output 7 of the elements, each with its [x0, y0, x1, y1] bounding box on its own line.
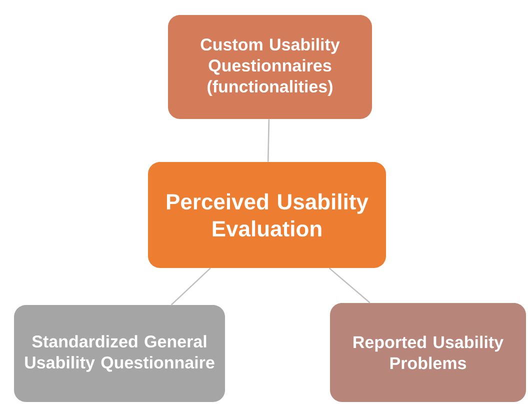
- connector-line: [328, 268, 370, 304]
- process-box: Reported Usability Problems: [330, 303, 526, 402]
- process-box: Custom Usability Questionnaires (functionalities): [168, 15, 372, 119]
- connector-line: [170, 268, 211, 306]
- central-box: Perceived Usability Evaluation: [148, 162, 386, 268]
- connector-line: [267, 119, 270, 162]
- process-box: Standardized General Usability Questionnaire: [14, 305, 225, 402]
